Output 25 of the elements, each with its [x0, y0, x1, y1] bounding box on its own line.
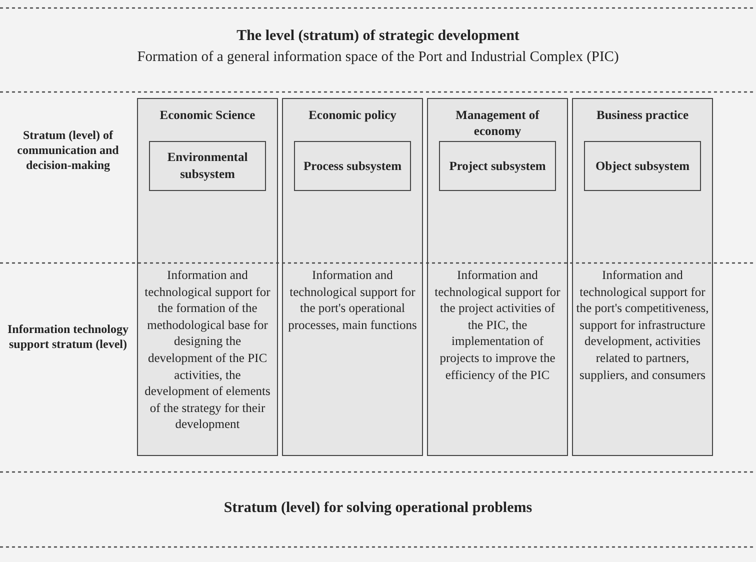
column-description: Information and technological support for the formation of the methodological base for designing the development of the PIC activities, the development of elements of the strategy for their development — [144, 267, 272, 433]
column-description: Information and technological support for the port's competitiveness, support for infrastructure development, activities related to partners, suppliers, and consumers — [576, 267, 709, 384]
subsystem-box — [584, 141, 701, 191]
subsystem-box — [294, 141, 411, 191]
column-description: Information and technological support for the project activities of the PIC, the implementation of projects to improve the efficiency of the PIC — [434, 267, 562, 384]
subsystem-box — [439, 141, 556, 191]
column-panel — [282, 98, 423, 456]
column-heading: Business practice — [595, 107, 690, 123]
column-heading: Management of economy — [454, 107, 540, 139]
column-description: Information and technological support for the port's operational processes, main functions — [287, 267, 418, 334]
subsystem-label: Object subsystem — [595, 158, 690, 174]
stratum-label: Information technology support stratum (level) — [6, 322, 130, 352]
subtitle: Formation of a general information space of the Port and Industrial Complex (PIC) — [136, 50, 620, 65]
title: The level (stratum) of strategic development — [236, 28, 520, 45]
stratum-label: Stratum (level) for solving operational problems — [222, 501, 534, 516]
column-heading: Economic policy — [308, 107, 398, 123]
subsystem-label: Project subsystem — [449, 158, 546, 174]
column-panel — [137, 98, 278, 456]
column-heading: Economic Science — [158, 107, 256, 123]
column-panel — [427, 98, 568, 456]
column-panel — [572, 98, 713, 456]
subsystem-box — [149, 141, 266, 191]
subsystem-label: Environmental subsystem — [166, 149, 249, 183]
stratum-label: Stratum (level) of communication and decision-making — [16, 128, 120, 173]
subsystem-label: Process subsystem — [303, 158, 402, 174]
